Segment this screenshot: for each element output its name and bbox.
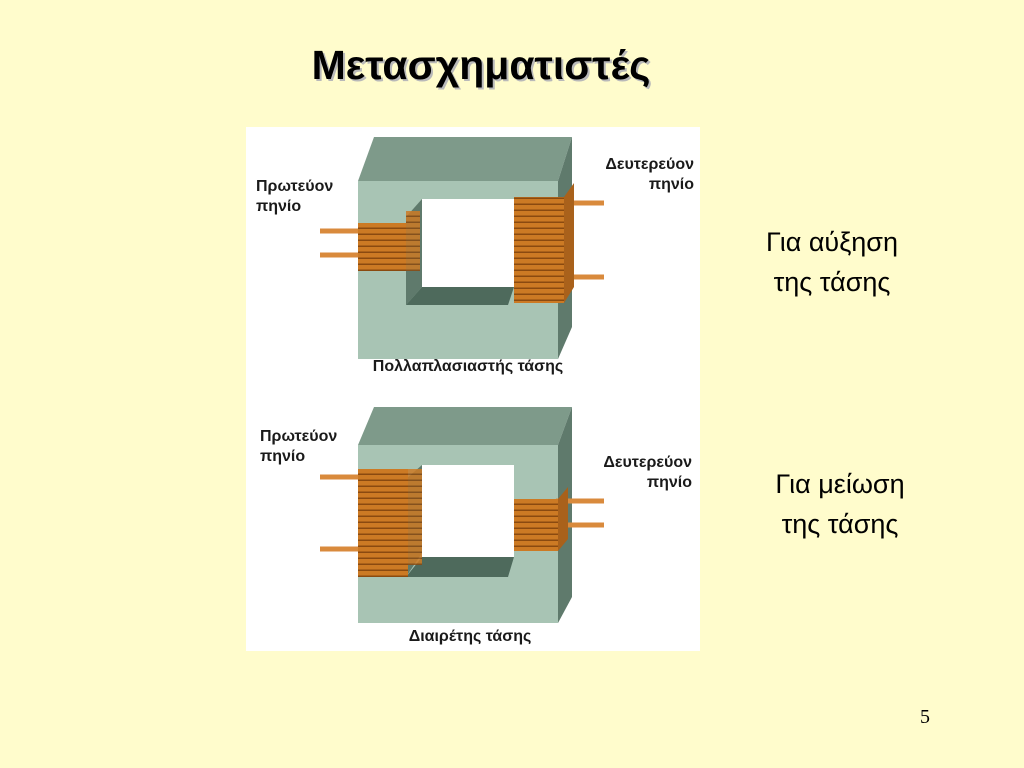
bottom-secondary-coil — [514, 499, 558, 551]
bottom-primary-label-line-2: πηνίο — [260, 448, 305, 465]
bottom-secondary-label-line-1: Δευτερεύον — [603, 454, 692, 471]
top-secondary-label-line-1: Δευτερεύον — [605, 156, 694, 173]
bottom-primary-coil — [358, 469, 408, 577]
bottom-secondary-label-line-2: πηνίο — [647, 474, 692, 491]
bottom-caption: Διαιρέτης τάσης — [409, 628, 532, 645]
top-primary-label-line-2: πηνίο — [256, 198, 301, 215]
increase-note: Για αύξηση της τάσης — [732, 222, 932, 302]
bottom-core-window — [422, 465, 514, 557]
increase-note-line-1: Για αύξηση — [766, 227, 898, 257]
transformer-figure: Πρωτεύον πηνίο Δευτερεύον πηνίο Πολλαπλα… — [246, 127, 700, 651]
top-caption: Πολλαπλασιαστής τάσης — [373, 358, 563, 375]
top-primary-label-line-1: Πρωτεύον — [256, 178, 333, 195]
top-core-window-bottom — [406, 287, 514, 305]
bottom-core-top-face — [358, 407, 572, 445]
page-number: 5 — [920, 706, 930, 728]
top-secondary-label-line-2: πηνίο — [649, 176, 694, 193]
step-up-transformer: Πρωτεύον πηνίο Δευτερεύον πηνίο Πολλαπλα… — [256, 137, 694, 375]
bottom-core-window-bottom — [406, 557, 514, 577]
decrease-note: Για μείωση της τάσης — [740, 464, 940, 544]
slide-title: Μετασχηματιστές — [311, 42, 651, 88]
top-core-top-face — [358, 137, 572, 181]
bottom-primary-label-line-1: Πρωτεύον — [260, 428, 337, 445]
step-down-transformer: Πρωτεύον πηνίο Δευτερεύον πηνίο Διαιρέτη… — [260, 407, 692, 645]
top-primary-coil — [358, 223, 406, 271]
decrease-note-line-1: Για μείωση — [775, 469, 905, 499]
top-secondary-coil — [514, 197, 564, 303]
top-core-window — [422, 199, 514, 287]
increase-note-line-2: της τάσης — [773, 267, 891, 297]
transformer-diagram: Πρωτεύον πηνίο Δευτερεύον πηνίο Πολλαπλα… — [256, 137, 694, 645]
decrease-note-line-2: της τάσης — [781, 509, 899, 539]
